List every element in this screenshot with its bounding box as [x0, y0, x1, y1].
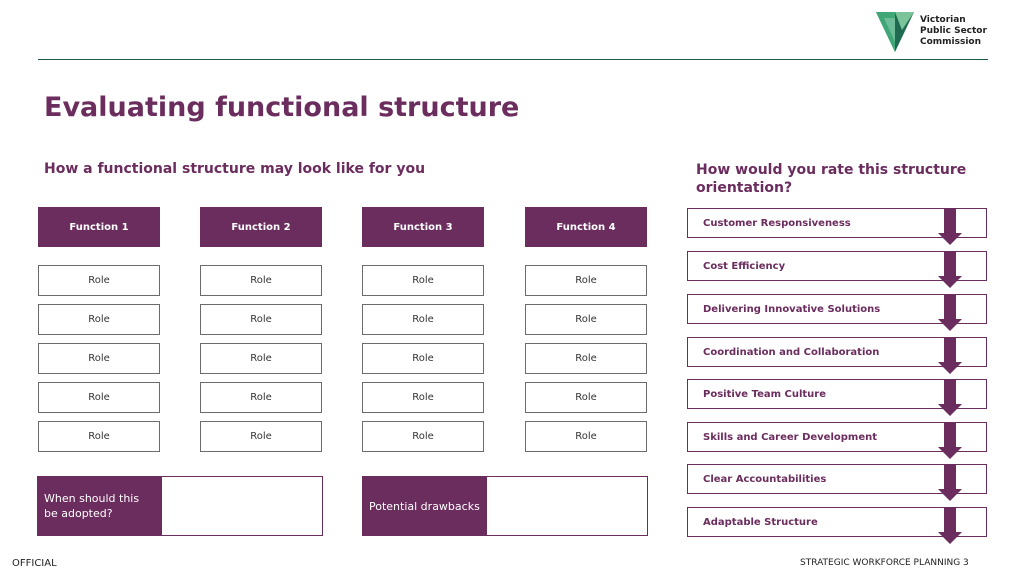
- drawbacks-question-box[interactable]: Potential drawbacks: [362, 476, 648, 536]
- role-box: Role: [525, 265, 647, 296]
- rating-label: Customer Responsiveness: [703, 218, 851, 229]
- role-box: Role: [38, 382, 160, 413]
- down-arrow-icon: [938, 465, 962, 501]
- role-box: Role: [38, 265, 160, 296]
- role-box: Role: [525, 304, 647, 335]
- rating-row-skills-career-development[interactable]: Skills and Career Development: [687, 422, 987, 459]
- down-arrow-icon: [938, 252, 962, 288]
- function-header: Function 3: [362, 207, 484, 247]
- function-header: Function 4: [525, 207, 647, 247]
- rating-row-positive-team-culture[interactable]: Positive Team Culture: [687, 379, 987, 416]
- rating-row-coordination-collaboration[interactable]: Coordination and Collaboration: [687, 337, 987, 374]
- role-box: Role: [200, 265, 322, 296]
- logo-line-2: Public Sector: [920, 26, 987, 36]
- rating-row-customer-responsiveness[interactable]: Customer Responsiveness: [687, 208, 987, 245]
- adoption-question-label: When should this be adopted?: [38, 477, 162, 535]
- role-box: Role: [38, 304, 160, 335]
- role-box: Role: [362, 421, 484, 452]
- logo-text: Victorian Public Sector Commission: [920, 15, 987, 48]
- down-arrow-icon: [938, 423, 962, 459]
- page-title: Evaluating functional structure: [44, 92, 520, 123]
- classification-label: OFFICIAL: [12, 558, 57, 569]
- vpsc-logo: Victorian Public Sector Commission: [876, 12, 996, 54]
- function-column-3: Function 3 Role Role Role Role Role: [362, 207, 484, 452]
- rating-label: Positive Team Culture: [703, 389, 826, 400]
- down-arrow-icon: [938, 338, 962, 374]
- role-box: Role: [525, 343, 647, 374]
- rating-label: Adaptable Structure: [703, 517, 818, 528]
- function-column-2: Function 2 Role Role Role Role Role: [200, 207, 322, 452]
- role-box: Role: [362, 265, 484, 296]
- rating-row-adaptable-structure[interactable]: Adaptable Structure: [687, 507, 987, 544]
- rating-label: Cost Efficiency: [703, 261, 786, 272]
- function-column-4: Function 4 Role Role Role Role Role: [525, 207, 647, 452]
- header-divider: [38, 59, 988, 60]
- logo-line-1: Victorian: [920, 15, 966, 25]
- role-box: Role: [362, 343, 484, 374]
- left-subtitle: How a functional structure may look like…: [44, 161, 426, 177]
- role-box: Role: [362, 382, 484, 413]
- rating-label: Skills and Career Development: [703, 432, 878, 443]
- logo-line-3: Commission: [920, 37, 982, 47]
- drawbacks-question-label: Potential drawbacks: [363, 477, 487, 535]
- rating-label: Clear Accountabilities: [703, 474, 827, 485]
- function-column-1: Function 1 Role Role Role Role Role: [38, 207, 160, 452]
- footer-page-label: STRATEGIC WORKFORCE PLANNING 3: [800, 558, 969, 568]
- role-box: Role: [38, 421, 160, 452]
- role-box: Role: [200, 304, 322, 335]
- role-box: Role: [200, 343, 322, 374]
- rating-row-clear-accountabilities[interactable]: Clear Accountabilities: [687, 464, 987, 501]
- adoption-question-box[interactable]: When should this be adopted?: [37, 476, 323, 536]
- rating-label: Coordination and Collaboration: [703, 347, 880, 358]
- rating-label: Delivering Innovative Solutions: [703, 304, 881, 315]
- role-box: Role: [38, 343, 160, 374]
- role-box: Role: [200, 421, 322, 452]
- down-arrow-icon: [938, 380, 962, 416]
- role-box: Role: [525, 382, 647, 413]
- role-box: Role: [362, 304, 484, 335]
- down-arrow-icon: [938, 209, 962, 245]
- function-header: Function 2: [200, 207, 322, 247]
- right-subtitle: How would you rate this structure orient…: [696, 162, 967, 196]
- rating-row-cost-efficiency[interactable]: Cost Efficiency: [687, 251, 987, 288]
- vpsc-triangle-logo-icon: [876, 12, 914, 52]
- role-box: Role: [200, 382, 322, 413]
- function-header: Function 1: [38, 207, 160, 247]
- role-box: Role: [525, 421, 647, 452]
- rating-row-innovative-solutions[interactable]: Delivering Innovative Solutions: [687, 294, 987, 331]
- down-arrow-icon: [938, 508, 962, 544]
- down-arrow-icon: [938, 295, 962, 331]
